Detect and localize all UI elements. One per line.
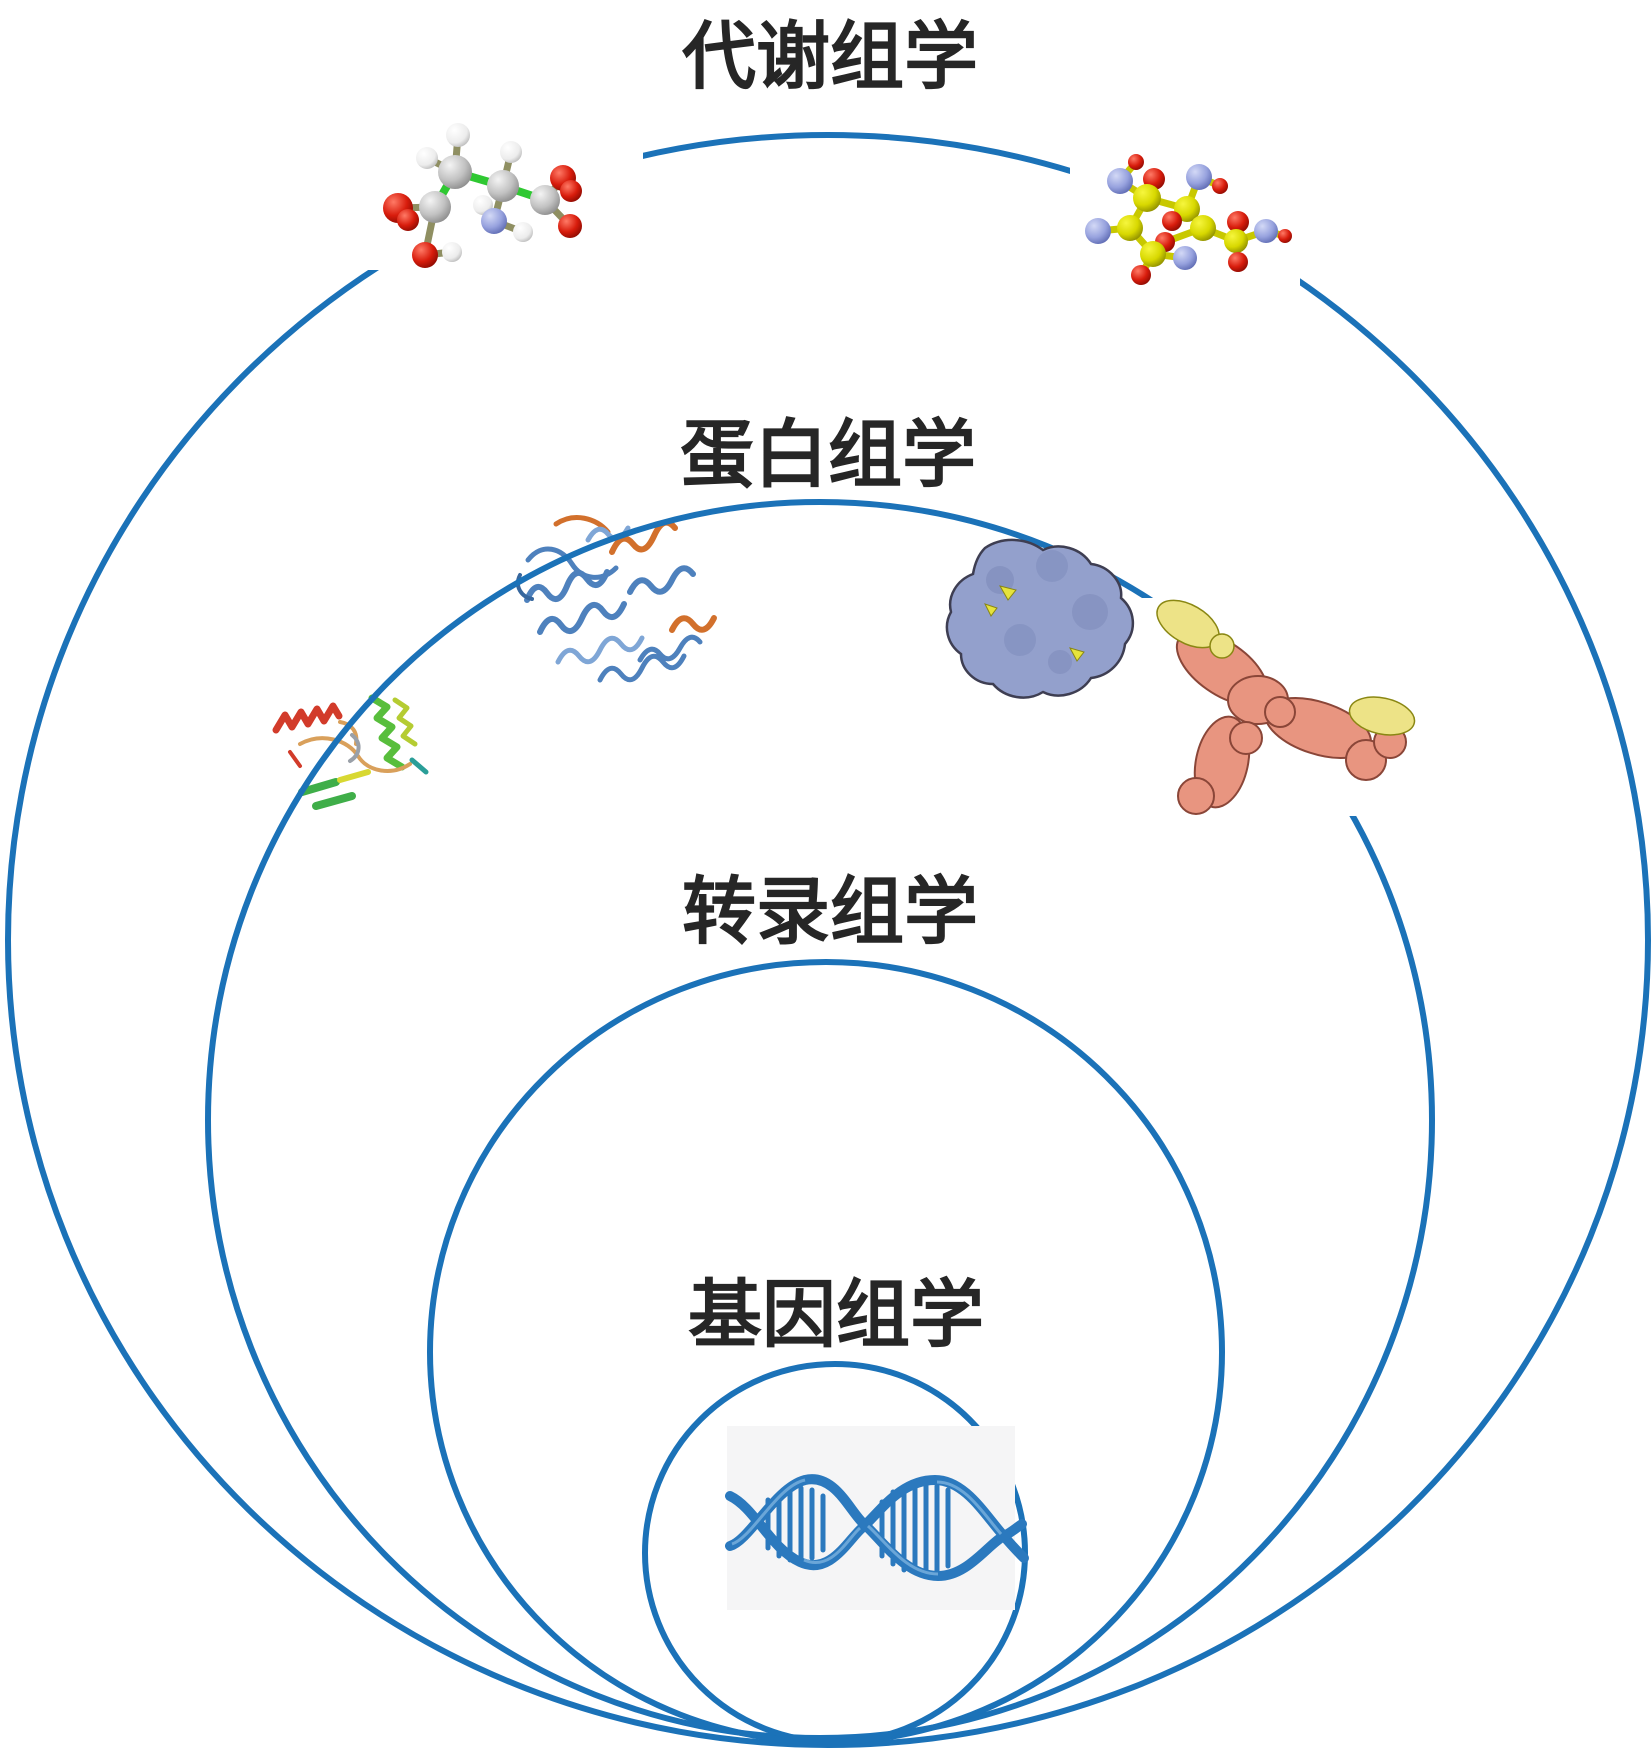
antibody-surface-structure-image bbox=[1140, 598, 1430, 816]
label-transcriptomics: 转录组学 bbox=[682, 870, 978, 953]
label-proteomics: 蛋白组学 bbox=[680, 413, 976, 496]
ring-metabolomics bbox=[5, 132, 1651, 1748]
sugar-ball-and-stick-molecule-image bbox=[1070, 120, 1300, 290]
ribbon-protein-blue-orange-image bbox=[515, 515, 717, 683]
dna-double-helix-image bbox=[725, 1426, 1029, 1610]
ring-proteomics bbox=[205, 499, 1435, 1741]
ribbon-protein-rainbow-image bbox=[272, 694, 429, 810]
label-metabolomics: 代谢组学 bbox=[682, 15, 978, 98]
amino-acid-ball-and-stick-molecule-image bbox=[336, 90, 643, 270]
surface-protein-blue-image bbox=[945, 538, 1134, 699]
label-genomics: 基因组学 bbox=[688, 1273, 984, 1356]
